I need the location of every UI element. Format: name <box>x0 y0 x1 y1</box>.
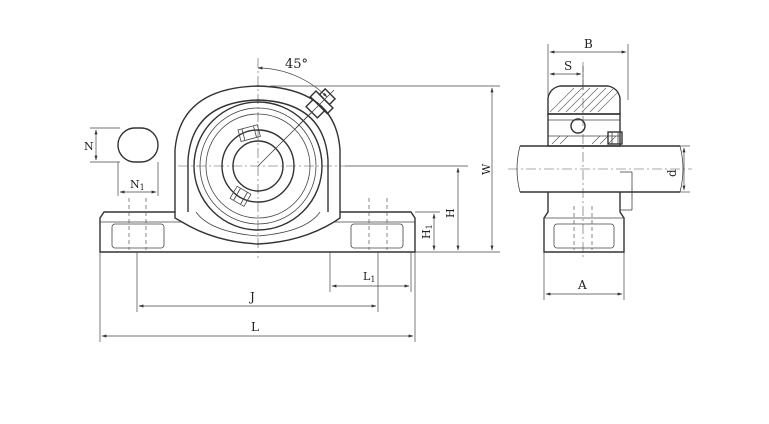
H1-label: H1 <box>420 224 434 239</box>
side-view: B S d A <box>508 37 692 300</box>
shaft-bore <box>232 140 284 192</box>
front-view: 45° N N1 W H H1 L1 J <box>84 57 500 342</box>
W-label: W <box>480 163 493 175</box>
base-outline <box>99 211 416 253</box>
left-foot-pad <box>111 223 165 249</box>
right-foot-pad <box>350 223 404 249</box>
ball <box>570 118 586 134</box>
H-label: H <box>444 208 457 218</box>
S-label: S <box>564 59 572 73</box>
inner-ring <box>221 129 295 203</box>
angle-dimension <box>257 66 328 98</box>
housing-cap-section <box>547 85 621 115</box>
N1-label: N1 <box>130 178 145 192</box>
B-label: B <box>584 37 593 51</box>
L1-label: L1 <box>363 270 375 284</box>
J-label: J <box>248 290 255 304</box>
angle-label: 45° <box>285 57 308 72</box>
bearing-section <box>547 113 621 147</box>
L-label: L <box>251 320 259 334</box>
side-body <box>543 192 625 253</box>
d-label: d <box>665 169 679 177</box>
bearing-outer-ring <box>193 101 323 231</box>
bolt-slot-view <box>117 127 159 163</box>
N-label: N <box>84 140 94 153</box>
A-label: A <box>577 278 587 292</box>
